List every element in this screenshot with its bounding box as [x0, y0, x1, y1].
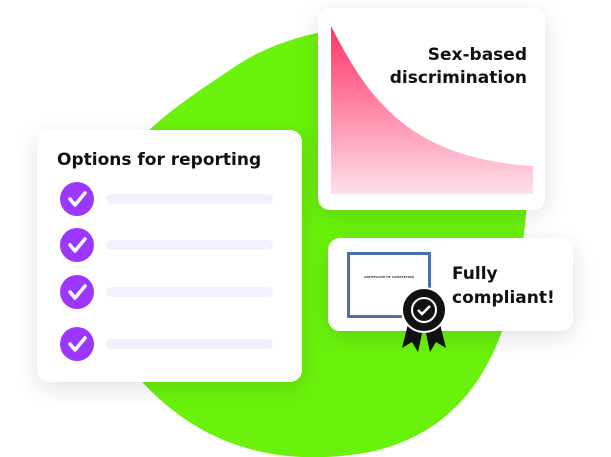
reporting-options-card: Options for reporting — [37, 130, 302, 382]
list-item — [60, 327, 300, 361]
placeholder-bar — [106, 194, 273, 204]
placeholder-bar — [106, 240, 273, 250]
list-item — [60, 182, 300, 216]
list-item — [60, 228, 300, 262]
check-icon — [60, 182, 94, 216]
placeholder-bar — [106, 339, 273, 349]
card-title: Options for reporting — [57, 150, 262, 170]
check-icon — [60, 228, 94, 262]
declining-curve-area — [331, 26, 533, 194]
check-icon — [60, 327, 94, 361]
award-badge-icon — [401, 287, 447, 352]
check-icon — [60, 275, 94, 309]
list-item — [60, 275, 300, 309]
placeholder-bar — [106, 287, 273, 297]
